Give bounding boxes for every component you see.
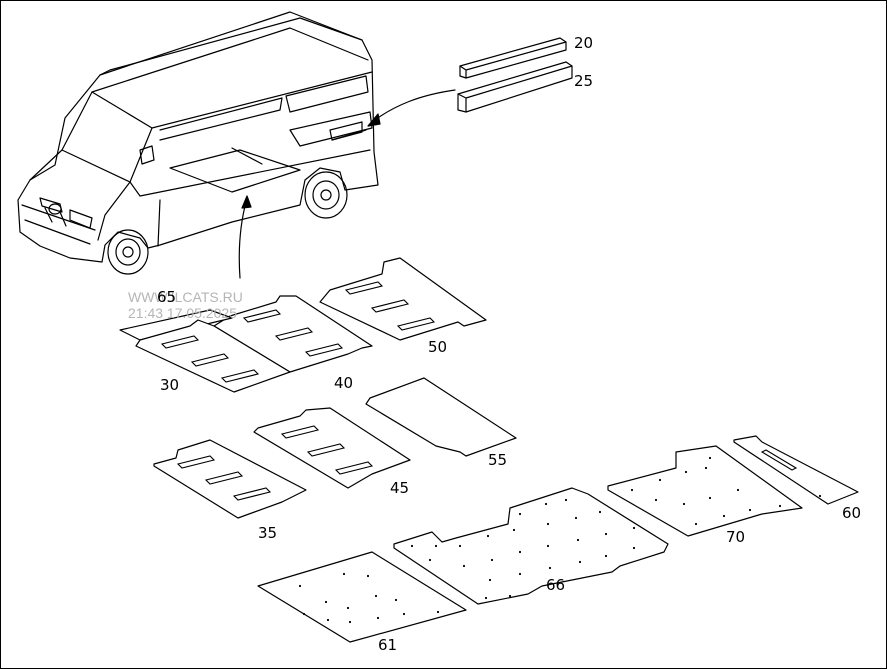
part-50-mat <box>319 257 487 341</box>
part-70-mat <box>607 445 803 537</box>
part-35-mat <box>153 439 307 519</box>
label-65: 65 <box>157 288 176 306</box>
label-66: 66 <box>546 576 565 594</box>
part-25-strip <box>457 61 573 113</box>
watermark-timestamp: 21:43 17.05.2025 <box>128 305 237 321</box>
arrow-to-step <box>371 89 456 123</box>
part-65-mat <box>119 309 233 341</box>
part-40-mat <box>213 295 373 373</box>
part-60-mat <box>733 435 859 505</box>
label-50: 50 <box>428 338 447 356</box>
part-45-mat <box>253 407 411 489</box>
label-40: 40 <box>334 374 353 392</box>
label-35: 35 <box>258 524 277 542</box>
mat-70-holes <box>630 456 782 526</box>
part-20-strip <box>459 37 567 79</box>
part-61-mat <box>257 551 467 643</box>
label-60: 60 <box>842 504 861 522</box>
label-55: 55 <box>488 451 507 469</box>
label-30: 30 <box>160 376 179 394</box>
part-66-mat <box>393 487 669 605</box>
part-55-mat <box>365 377 517 457</box>
mat-61-holes <box>298 572 440 624</box>
pointer-arrows <box>238 89 456 279</box>
label-20: 20 <box>574 34 593 52</box>
part-30-mat <box>135 319 291 393</box>
arrow-to-floor <box>238 201 247 279</box>
label-70: 70 <box>726 528 745 546</box>
mat-66-holes <box>410 498 636 600</box>
label-25: 25 <box>574 72 593 90</box>
label-45: 45 <box>390 479 409 497</box>
label-61: 61 <box>378 636 397 654</box>
watermark-site: WWW.ILCATS.RU <box>128 289 243 305</box>
van-illustration <box>17 11 379 275</box>
